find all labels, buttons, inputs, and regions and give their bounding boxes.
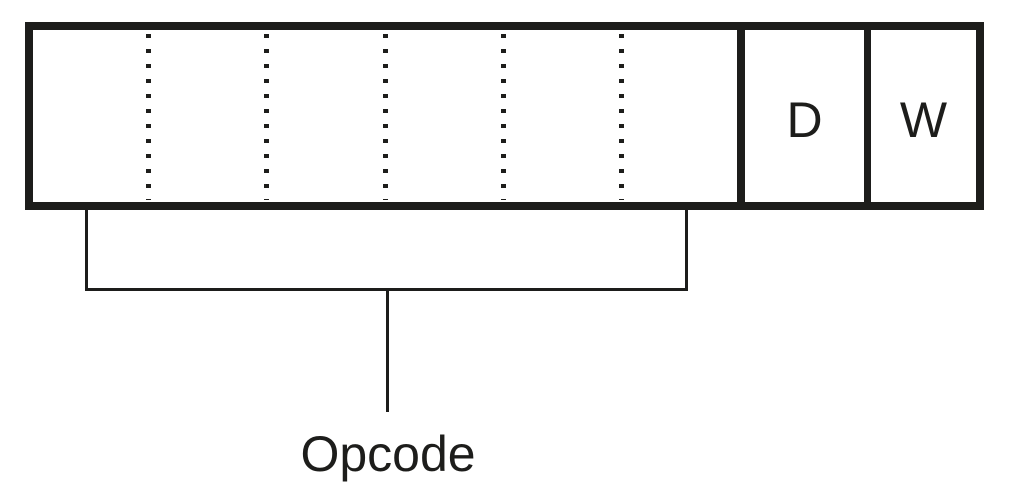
dotted-bit-separator bbox=[618, 34, 624, 200]
opcode-bracket-right-line bbox=[685, 208, 688, 291]
d-bit-label: D bbox=[786, 92, 823, 148]
instruction-byte-box: D W bbox=[25, 22, 984, 210]
opcode-bracket-bottom-line bbox=[85, 288, 688, 291]
opcode-bit-slot bbox=[624, 30, 737, 202]
opcode-bit-slot bbox=[33, 30, 146, 202]
dotted-bit-separator bbox=[264, 34, 270, 200]
dotted-bit-separator bbox=[500, 34, 506, 200]
opcode-pointer-stem-line bbox=[386, 291, 389, 412]
w-bit-cell: W bbox=[864, 30, 976, 202]
opcode-bit-slot bbox=[388, 30, 501, 202]
dotted-bit-separator bbox=[382, 34, 388, 200]
opcode-bracket-left-line bbox=[85, 208, 88, 291]
opcode-bit-slot bbox=[506, 30, 619, 202]
dotted-bit-separator bbox=[146, 34, 152, 200]
w-bit-label: W bbox=[899, 92, 948, 148]
opcode-bit-slot bbox=[151, 30, 264, 202]
opcode-label: Opcode bbox=[300, 426, 476, 482]
opcode-field bbox=[33, 30, 737, 202]
opcode-bit-slot bbox=[269, 30, 382, 202]
d-bit-cell: D bbox=[737, 30, 864, 202]
